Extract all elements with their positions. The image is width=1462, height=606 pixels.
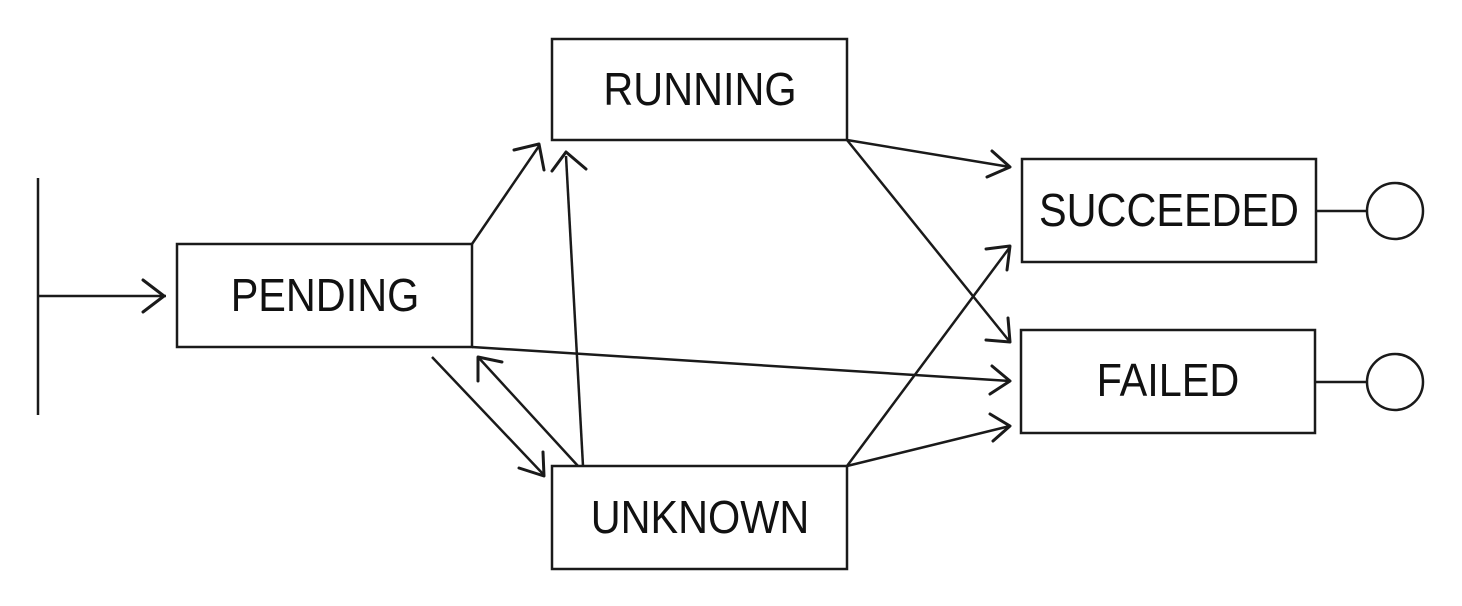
- arrowhead-running-succeeded: [985, 149, 1012, 179]
- arrowhead-unknown-pending: [476, 355, 504, 383]
- edge-pending-unknown: [431, 356, 544, 475]
- state-failed-label: FAILED: [1097, 355, 1240, 407]
- edge-unknown-failed: [846, 424, 1011, 468]
- arrowhead-pending-failed: [988, 364, 1012, 396]
- edge-unknown-pending: [477, 356, 579, 467]
- arrowhead-unknown-running: [550, 150, 588, 173]
- end-state-failed: [1365, 352, 1425, 412]
- end-state-succeeded: [1365, 181, 1425, 241]
- edge-running-succeeded: [846, 138, 1011, 169]
- edge-pending-running: [470, 145, 541, 245]
- arrowhead-initial-pending: [141, 278, 166, 314]
- edge-pending-failed: [471, 345, 1011, 383]
- state-pending-box: [175, 242, 474, 349]
- state-failed: FAILED: [1019, 328, 1317, 435]
- state-unknown-label: UNKNOWN: [591, 492, 809, 544]
- arrowheads: [141, 142, 1012, 478]
- edge-running-failed: [846, 139, 1011, 343]
- transition-edges: [38, 138, 1368, 475]
- state-succeeded-box: [1020, 157, 1318, 264]
- arrowhead-unknown-failed: [988, 412, 1012, 443]
- edge-unknown-running: [564, 155, 585, 467]
- state-running-box: [550, 37, 849, 142]
- state-succeeded-label: SUCCEEDED: [1039, 185, 1299, 237]
- arrowhead-pending-running: [512, 142, 546, 172]
- state-running: RUNNING: [550, 37, 849, 142]
- state-pending-label: PENDING: [231, 270, 420, 322]
- arrowhead-unknown-succeeded: [984, 244, 1012, 272]
- state-unknown: UNKNOWN: [550, 464, 849, 571]
- edge-unknown-succeeded: [845, 246, 1012, 467]
- state-failed-box: [1019, 328, 1317, 435]
- state-running-label: RUNNING: [603, 64, 796, 116]
- arrowhead-running-failed: [984, 316, 1012, 344]
- state-pending: PENDING: [175, 242, 474, 349]
- state-succeeded: SUCCEEDED: [1020, 157, 1318, 264]
- arrowhead-pending-unknown: [517, 450, 546, 478]
- state-unknown-box: [550, 464, 849, 571]
